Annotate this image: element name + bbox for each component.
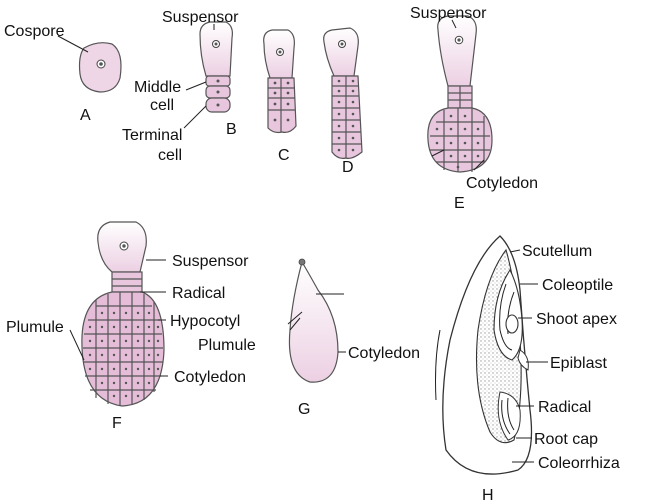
label-suspensor-f: Suspensor bbox=[172, 253, 249, 270]
panel-label-b: B bbox=[226, 121, 237, 138]
label-radical-h: Radical bbox=[538, 399, 591, 416]
label-plumule-g: Plumule bbox=[198, 337, 256, 354]
stage-b-proembryo bbox=[199, 21, 233, 113]
label-suspensor-e: Suspensor bbox=[410, 5, 487, 22]
stage-e-embryo bbox=[427, 15, 493, 173]
panel-label-e: E bbox=[454, 195, 465, 212]
label-epiblast: Epiblast bbox=[550, 355, 607, 372]
label-cotyledon-f: Cotyledon bbox=[174, 369, 246, 386]
label-shoot-apex: Shoot apex bbox=[536, 311, 617, 328]
label-radical-f: Radical bbox=[172, 285, 225, 302]
label-cotyledon-e: Cotyledon bbox=[466, 175, 538, 192]
label-terminal-cell-line2: cell bbox=[158, 147, 182, 164]
panel-label-g: G bbox=[298, 401, 310, 418]
text-labels: Cospore Suspensor Middle cell Terminal c… bbox=[4, 5, 620, 472]
label-coleorrhiza: Coleorrhiza bbox=[538, 455, 620, 472]
label-cospore: Cospore bbox=[4, 23, 65, 40]
leader-lines bbox=[57, 19, 548, 463]
label-coleoptile: Coleoptile bbox=[542, 277, 613, 294]
label-scutellum: Scutellum bbox=[522, 243, 592, 260]
label-root-cap: Root cap bbox=[534, 431, 598, 448]
stage-a-oospore bbox=[78, 42, 122, 93]
stage-g-embryo bbox=[287, 258, 339, 383]
stage-f-embryo bbox=[81, 221, 165, 407]
panel-label-a: A bbox=[80, 107, 91, 124]
panel-label-c: C bbox=[278, 147, 290, 164]
panel-label-h: H bbox=[482, 487, 494, 504]
stage-c-embryo bbox=[263, 29, 297, 134]
label-suspensor-b: Suspensor bbox=[162, 9, 239, 26]
label-hypocotyl-f: Hypocotyl bbox=[170, 313, 240, 330]
panel-label-d: D bbox=[342, 159, 354, 176]
label-cotyledon-g: Cotyledon bbox=[348, 345, 420, 362]
panel-label-f: F bbox=[112, 415, 122, 432]
stage-h-grass-embryo bbox=[435, 235, 533, 475]
label-terminal-cell-line1: Terminal bbox=[122, 127, 182, 144]
label-middle-cell-line1: Middle bbox=[134, 79, 181, 96]
label-middle-cell-line2: cell bbox=[150, 97, 174, 114]
stage-d-embryo bbox=[323, 27, 363, 159]
label-plumule-f: Plumule bbox=[6, 319, 64, 336]
panel-letters: A B C D E F G H bbox=[80, 107, 494, 504]
